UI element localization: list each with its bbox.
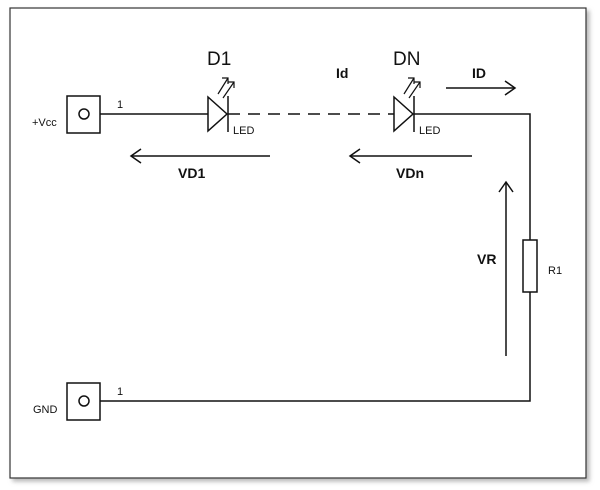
led-dn-type: LED xyxy=(419,125,440,137)
vr-voltage-arrow xyxy=(498,180,514,356)
wire-dn-to-resistor xyxy=(414,113,531,240)
current-id-label: Id xyxy=(336,65,348,81)
led-d1-symbol xyxy=(207,77,235,133)
gnd-connector: GND 1 xyxy=(33,382,123,421)
gnd-pin-number: 1 xyxy=(117,386,123,398)
led-d1-type: LED xyxy=(233,125,254,137)
schematic-frame xyxy=(9,7,587,479)
resistor-r1-name: R1 xyxy=(548,265,562,277)
vdn-voltage-arrow xyxy=(348,148,472,164)
vd1-voltage-arrow xyxy=(129,148,270,164)
vr-label: VR xyxy=(477,251,496,267)
vcc-pin-number: 1 xyxy=(117,99,123,111)
vdn-label: VDn xyxy=(396,165,424,181)
vcc-label: +Vcc xyxy=(32,117,57,129)
led-d1-name: D1 xyxy=(207,49,231,70)
vd1-label: VD1 xyxy=(178,165,205,181)
wire-resistor-to-gnd xyxy=(100,292,531,402)
led-dn-name: DN xyxy=(393,49,420,70)
gnd-label: GND xyxy=(33,404,58,416)
current-id-arrow-label: ID xyxy=(472,65,486,81)
current-direction-arrow xyxy=(446,80,517,96)
